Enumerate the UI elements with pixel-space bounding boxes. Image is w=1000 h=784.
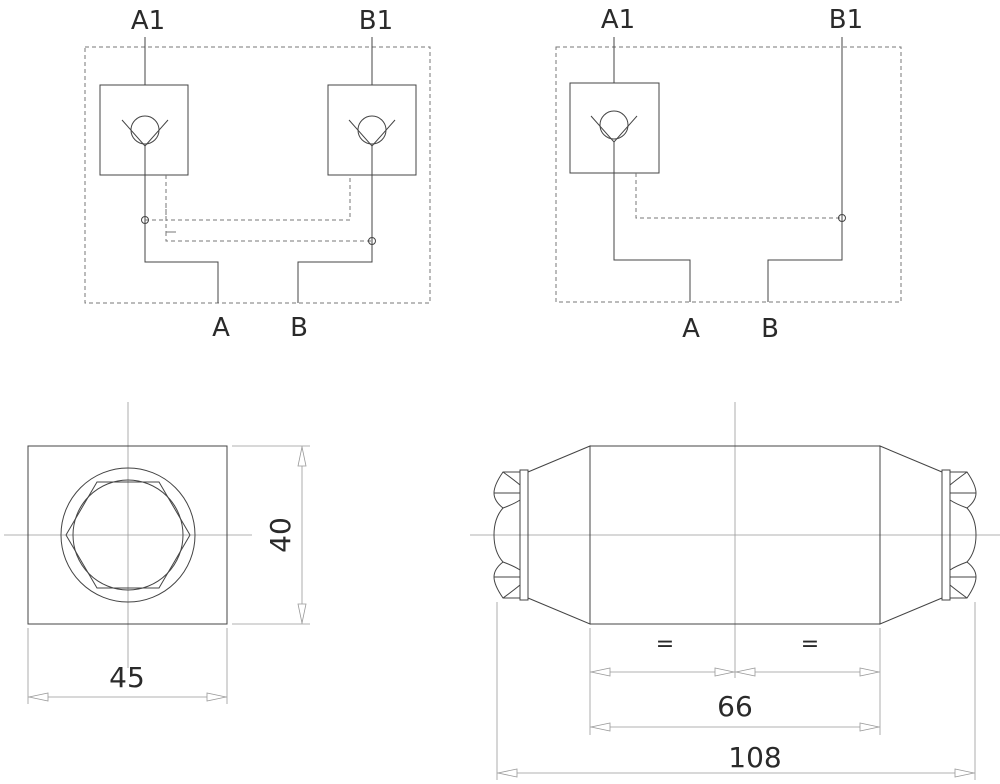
dimension-arrow <box>590 667 611 677</box>
dimension-label-total-length: 108 <box>728 741 781 774</box>
check-valve-left <box>99 37 189 176</box>
schematic-single-check-valve: A1 B1 A B <box>555 5 902 344</box>
hex-fitting-left <box>493 471 521 599</box>
port-label-a: A <box>212 313 230 343</box>
flow-line-b <box>767 37 843 302</box>
dimension-arrow <box>297 446 307 467</box>
pilot-line <box>635 173 842 219</box>
schematic-boundary <box>555 46 902 303</box>
dimension-label-body-length: 66 <box>717 690 753 723</box>
dimension-arrow <box>735 667 756 677</box>
pilot-node-right <box>368 237 376 245</box>
dimension-arrow <box>206 692 227 702</box>
check-valve-right <box>327 37 417 176</box>
port-label-a: A <box>682 314 700 344</box>
port-label-b1: B1 <box>359 6 393 36</box>
dimension-arrow <box>28 692 49 702</box>
dimension-label-width: 45 <box>109 661 145 694</box>
end-view: 40 45 <box>4 402 310 704</box>
washer-left <box>519 469 529 601</box>
flow-line-a <box>613 173 691 302</box>
hex-fitting-right <box>949 471 977 599</box>
flow-line-b <box>297 175 373 303</box>
schematic-boundary <box>84 46 431 304</box>
port-circle-outer <box>60 467 196 603</box>
schematic-double-check-valve: A1 B1 A B <box>84 6 431 343</box>
flow-line-a <box>144 175 219 303</box>
port-circle-inner <box>72 479 184 591</box>
dimension-arrow <box>297 603 307 624</box>
pilot-line-2 <box>165 175 372 242</box>
dimension-label-equal-right: = <box>801 632 819 657</box>
port-label-a1: A1 <box>131 6 165 36</box>
washer-right <box>941 469 951 601</box>
pilot-line-1 <box>145 175 351 221</box>
port-label-b1: B1 <box>829 5 863 35</box>
side-view: = = 66 108 <box>470 402 1000 780</box>
check-valve-single <box>569 37 660 174</box>
body-outline <box>27 445 228 625</box>
port-label-b: B <box>290 313 308 343</box>
dimension-arrow <box>859 722 880 732</box>
dimension-label-equal-left: = <box>656 632 674 657</box>
dimension-arrow <box>859 667 880 677</box>
hex-nut <box>65 481 191 589</box>
dimension-label-height: 40 <box>264 517 297 553</box>
pilot-node-left <box>141 216 149 224</box>
dimension-arrow <box>954 768 975 778</box>
port-label-b: B <box>761 314 779 344</box>
dimension-arrow <box>497 768 518 778</box>
dimension-arrow <box>714 667 735 677</box>
pilot-node <box>838 214 846 222</box>
dimension-arrow <box>590 722 611 732</box>
port-label-a1: A1 <box>601 5 635 35</box>
